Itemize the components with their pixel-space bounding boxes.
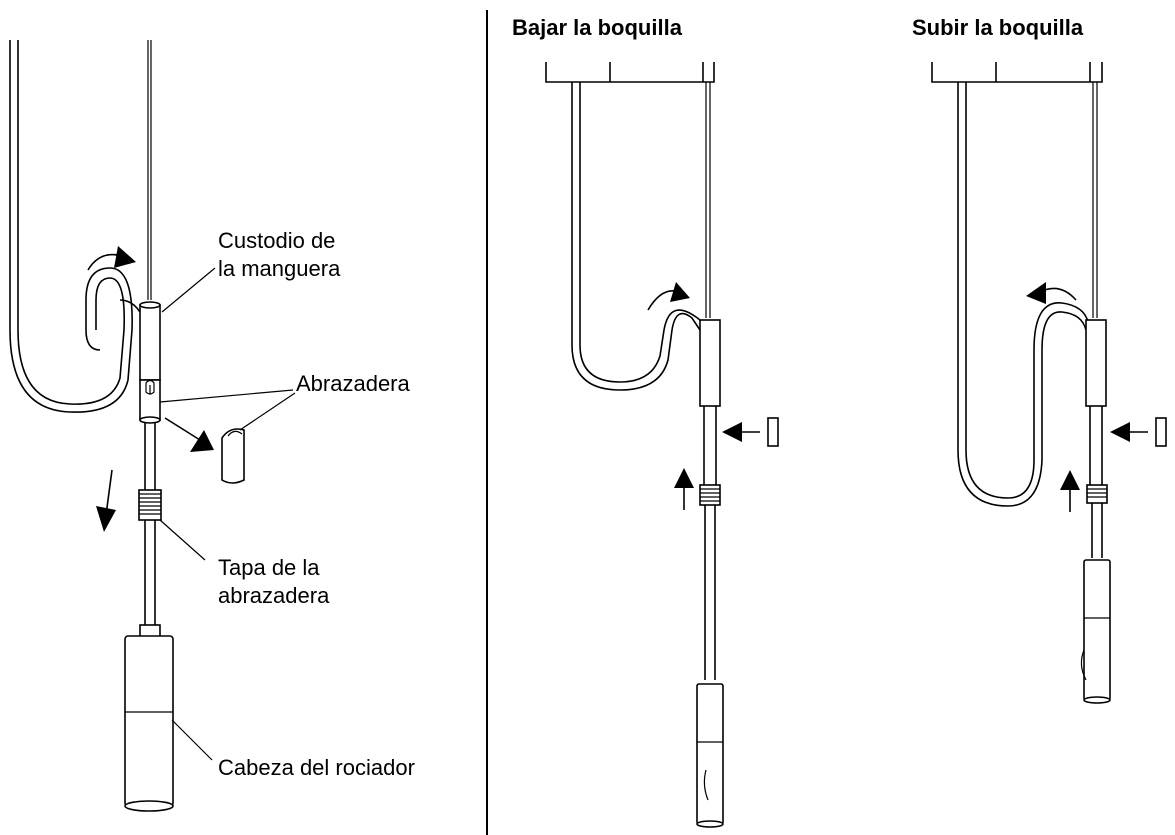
left-arrow-icon — [722, 422, 742, 442]
leader-lines — [159, 267, 296, 761]
curve-arrow-icon — [1026, 282, 1046, 304]
label-hose-guard-2: la manguera — [218, 256, 341, 281]
title-lower: Bajar la boquilla — [512, 15, 683, 40]
left-arrows — [87, 246, 214, 532]
label-clamp: Abrazadera — [296, 371, 411, 396]
raise-assembly — [931, 62, 1167, 704]
curve-arrow-icon — [670, 282, 690, 302]
curve-arrow-icon — [114, 246, 136, 268]
lower-arrows — [647, 282, 760, 510]
label-clamp-cap-1: Tapa de la — [218, 555, 320, 580]
diagonal-arrow-icon — [190, 430, 214, 452]
loose-clamp — [221, 428, 245, 484]
up-arrow-icon — [674, 468, 694, 488]
title-raise: Subir la boquilla — [912, 15, 1084, 40]
hose-guard — [139, 304, 161, 381]
sprinkler-head — [124, 635, 174, 807]
up-arrow-icon — [1060, 470, 1080, 490]
label-clamp-cap-2: abrazadera — [218, 583, 330, 608]
left-arrow-icon — [1110, 422, 1130, 442]
hose — [9, 40, 133, 413]
raise-arrows — [1026, 282, 1148, 512]
label-sprinkler-head: Cabeza del rociador — [218, 755, 415, 780]
down-arrow-icon — [96, 506, 116, 532]
label-hose-guard-1: Custodio de — [218, 228, 335, 253]
left-assembly — [9, 40, 245, 812]
lower-assembly — [545, 62, 779, 828]
